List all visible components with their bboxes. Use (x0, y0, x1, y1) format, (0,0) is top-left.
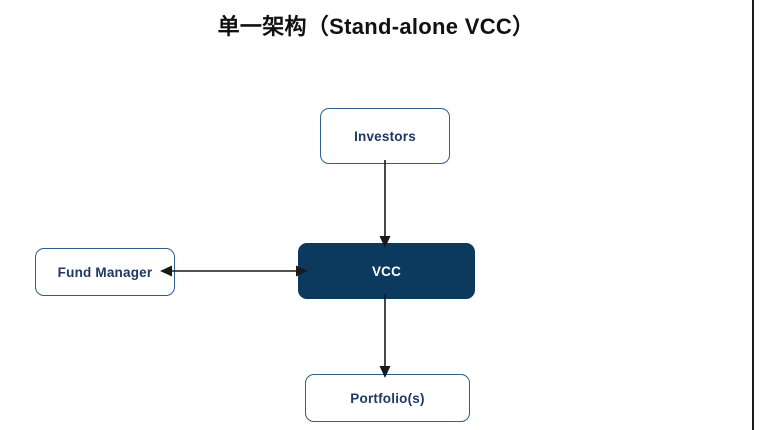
node-vcc[interactable]: VCC (298, 243, 475, 299)
edge-investors-to-vcc (355, 160, 415, 248)
node-fund-manager[interactable]: Fund Manager (35, 248, 175, 296)
page-title-chinese-prefix: 单一架构（ (217, 14, 330, 39)
node-portfolio-label: Portfolio(s) (350, 390, 425, 406)
node-investors-label: Investors (354, 128, 416, 144)
arrow-double-horizontal-icon (160, 265, 308, 277)
node-portfolio[interactable]: Portfolio(s) (305, 374, 470, 422)
node-vcc-label: VCC (371, 263, 402, 279)
edge-fund-manager-vcc (160, 256, 308, 286)
node-fund-manager-label: Fund Manager (57, 264, 153, 280)
page-edge-rule (752, 0, 754, 430)
page-title-latin: Stand-alone VCC (329, 14, 513, 39)
node-investors[interactable]: Investors (320, 108, 450, 164)
page-title-chinese-suffix: ） (512, 14, 535, 39)
arrow-down-icon (379, 294, 391, 378)
page-title: 单一架构（Stand-alone VCC） (0, 9, 752, 41)
edge-vcc-to-portfolio (355, 294, 415, 378)
arrow-down-icon (379, 160, 391, 248)
